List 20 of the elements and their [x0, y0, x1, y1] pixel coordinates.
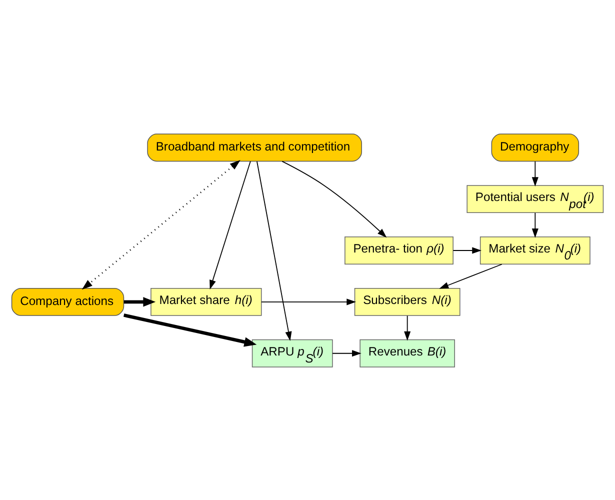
node-box: Revenues B(i) [360, 338, 455, 367]
arrow [210, 160, 251, 289]
node-box: Broadband markets and competition [147, 133, 362, 162]
arrow [532, 160, 538, 186]
node-box: Subscribers N(i) [354, 287, 460, 316]
node-box: Demography [491, 133, 580, 162]
arrow [256, 160, 292, 340]
arrow [332, 350, 362, 356]
arrow [404, 314, 411, 340]
node-box: Penetra- tion ρ(i) [344, 236, 454, 264]
arrow [282, 160, 387, 238]
arrow [439, 263, 502, 288]
arrow [452, 246, 482, 254]
arrow [532, 212, 538, 238]
node-box: Market share h(i) [150, 287, 262, 316]
arrow [261, 298, 356, 305]
arrow [123, 312, 257, 346]
arrow [82, 159, 240, 290]
node-box: Company actions [11, 287, 124, 316]
arrow [124, 296, 156, 306]
